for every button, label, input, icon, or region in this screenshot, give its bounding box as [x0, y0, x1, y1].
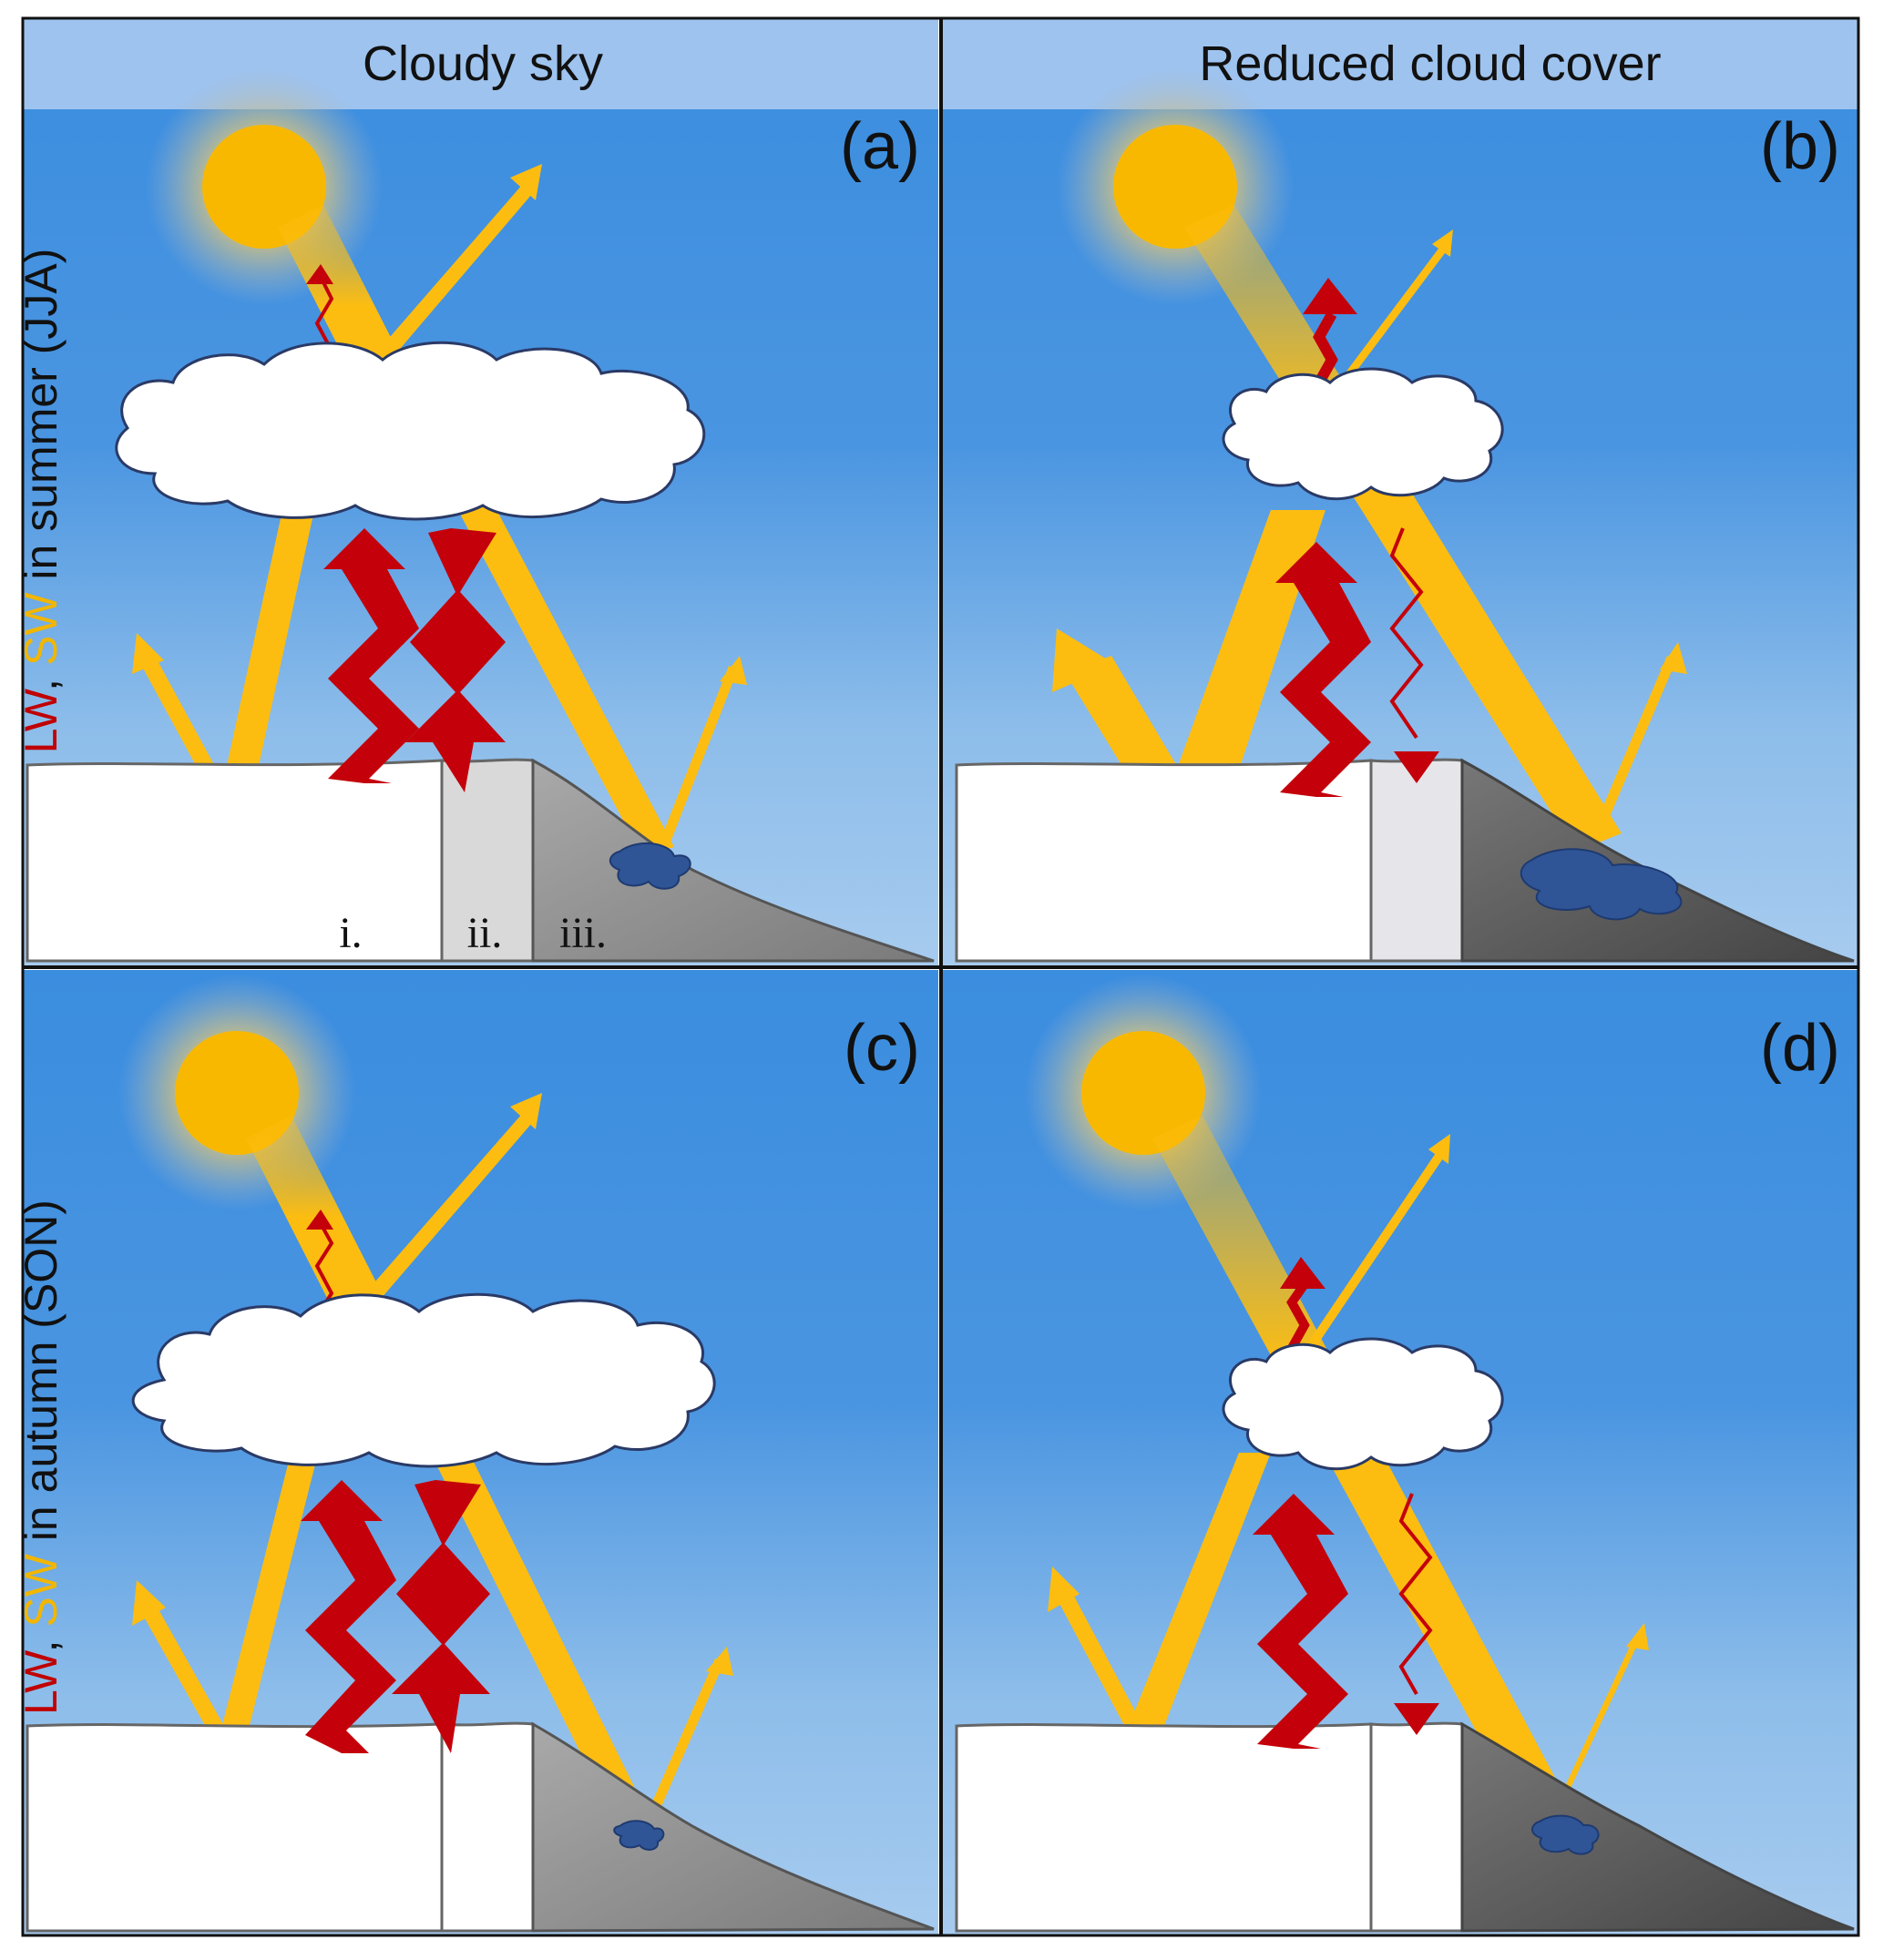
arrowhead-icon [706, 1647, 733, 1676]
thin-ice-zone-ii [440, 1721, 535, 1933]
melt-pond-icon [613, 1820, 665, 1851]
transmitted-shortwave-beam-right [428, 1444, 656, 1840]
transmitted-shortwave-beam [1125, 1453, 1271, 1744]
zone-label-ii: ii. [467, 909, 503, 957]
panel-b-summer-reduced-cloud: Reduced cloud cover (b) [943, 18, 1858, 965]
zone-label-iii: iii. [559, 909, 607, 957]
row-label-autumn-lw: LW [15, 1649, 67, 1715]
downward-longwave-arrow [392, 1480, 490, 1753]
upward-longwave-arrow [301, 1480, 396, 1753]
cloud [1222, 367, 1504, 501]
cloud [1222, 1337, 1504, 1471]
transmitted-shortwave-beam [214, 510, 314, 824]
arrowhead-icon [1432, 230, 1453, 257]
column-header-bg [943, 18, 1858, 109]
sun-icon [1081, 1031, 1205, 1155]
arrowhead-icon [1048, 1567, 1080, 1612]
panel-label-d: (d) [1760, 1012, 1840, 1085]
arrowhead-icon [1394, 1703, 1439, 1735]
upward-longwave-arrow [1253, 1494, 1348, 1749]
row-label-autumn-comma: , [15, 1628, 67, 1653]
surface-reflected-shortwave-right [1549, 1637, 1640, 1823]
transmitted-shortwave-beam-right [455, 501, 674, 856]
row-label-summer-lw: LW [15, 688, 67, 753]
row-label-summer-comma: , [15, 666, 67, 691]
sea-ice-zone-i [955, 1722, 1373, 1933]
row-label-summer-sw: SW [15, 592, 67, 666]
sea-ice-zone-i [26, 759, 444, 963]
column-title-cloudy-sky: Cloudy sky [363, 36, 603, 91]
arrowhead-icon [132, 1580, 166, 1626]
transmitted-shortwave-beam [1157, 510, 1325, 838]
arrowhead-icon [510, 164, 542, 200]
column-header-bg [23, 18, 938, 109]
arrowhead-icon [510, 1093, 542, 1129]
zone-label-i: i. [339, 909, 362, 957]
incoming-shortwave-beam [1152, 1116, 1576, 1831]
reflected-shortwave-arrow [1335, 241, 1450, 392]
arrowhead-icon [132, 633, 164, 674]
surface-reflected-shortwave [1057, 1589, 1148, 1744]
cloud [131, 1292, 716, 1468]
arrowhead-icon [1303, 278, 1357, 314]
melt-pond-icon [1520, 848, 1683, 921]
reflected-shortwave-arrow [1298, 1148, 1447, 1363]
sea-ice-zone-i [955, 759, 1373, 963]
reflected-shortwave-arrow [378, 178, 537, 361]
arrowhead-icon [720, 656, 747, 685]
panel-a-summer-cloudy: Cloudy sky (a) i. ii. iii. [23, 18, 938, 965]
upward-longwave-arrow [323, 528, 419, 783]
panel-c-autumn-cloudy: (c) [23, 970, 938, 1935]
sun-icon [175, 1031, 299, 1155]
surface-reflected-shortwave [141, 1603, 237, 1758]
row-label-autumn-sw: SW [15, 1553, 67, 1627]
melt-zone-iii [531, 758, 935, 963]
column-title-reduced-cloud-cover: Reduced cloud cover [1199, 36, 1661, 91]
surface-reflected-shortwave-right [656, 666, 738, 856]
thin-ice-zone-ii [1369, 1721, 1464, 1933]
melt-pond-icon [609, 842, 691, 890]
melt-zone-iii [1460, 1721, 1855, 1933]
arrowhead-icon [1626, 1623, 1649, 1650]
melt-pond-icon [1531, 1814, 1600, 1855]
melt-zone-iii [531, 1721, 935, 1933]
sun-icon [1113, 125, 1237, 249]
panel-label-a: (a) [840, 110, 920, 183]
arrowhead-icon [1428, 1134, 1450, 1164]
thin-ice-zone-ii [1369, 758, 1464, 963]
surface-reflected-shortwave-right [1590, 656, 1676, 842]
arrowhead-icon [306, 1210, 333, 1230]
sun-icon [202, 125, 326, 249]
sea-ice-zone-i [26, 1722, 444, 1933]
row-label-autumn-rest: in autumn (SON) [15, 1199, 67, 1554]
downward-longwave-arrow [405, 528, 506, 792]
cloud [115, 341, 706, 521]
arrowhead-icon [306, 264, 333, 284]
panel-label-b: (b) [1760, 110, 1840, 183]
arrowhead-icon [1052, 628, 1116, 692]
upward-longwave-arrow [1275, 542, 1371, 797]
row-label-summer: LW, SW in summer (JJA) [15, 249, 67, 754]
downward-longwave-arrow [1389, 527, 1424, 740]
transmitted-shortwave-beam [214, 1457, 317, 1758]
arrowhead-icon [1280, 1257, 1325, 1289]
panel-label-c: (c) [844, 1012, 920, 1085]
arrowhead-icon [1660, 642, 1687, 674]
row-label-autumn: LW, SW in autumn (SON) [15, 1199, 67, 1715]
arrowhead-icon [1394, 751, 1439, 783]
downward-longwave-arrow [1398, 1493, 1433, 1695]
panel-d-autumn-reduced-cloud: (d) [943, 970, 1858, 1935]
reflected-shortwave-arrow [369, 1107, 537, 1299]
surface-reflected-shortwave-right [638, 1659, 724, 1840]
row-label-summer-rest: in summer (JJA) [15, 249, 67, 593]
